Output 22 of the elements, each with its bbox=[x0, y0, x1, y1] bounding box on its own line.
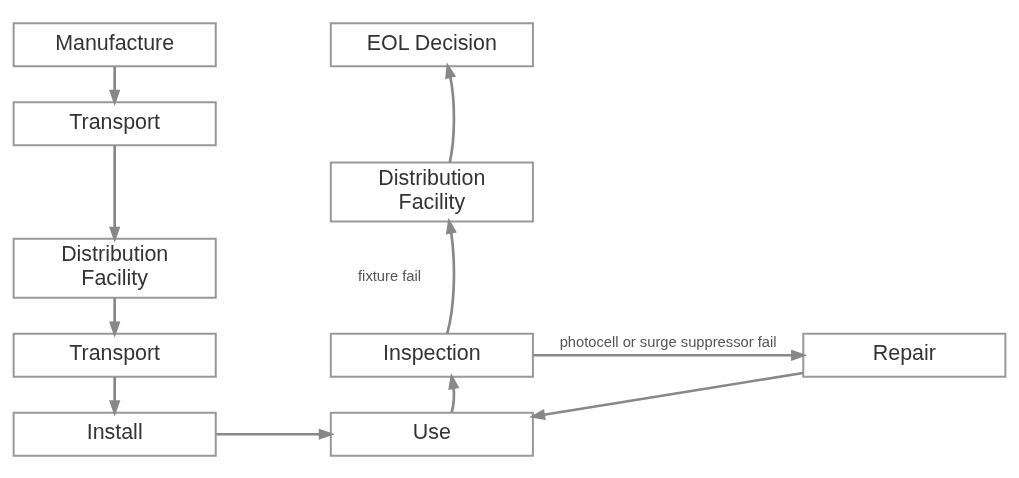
arrow bbox=[533, 349, 808, 361]
node-box: Use bbox=[329, 411, 534, 457]
node-box: EOL Decision bbox=[329, 21, 534, 67]
arrow bbox=[529, 371, 804, 420]
arrow bbox=[109, 297, 121, 338]
node-box: Distribution Facility bbox=[12, 237, 217, 299]
node-box: Manufacture bbox=[12, 21, 217, 67]
arrow bbox=[445, 217, 457, 334]
arrow bbox=[216, 428, 335, 440]
arrow bbox=[109, 376, 121, 416]
node-box: Inspection bbox=[329, 332, 534, 378]
arrow bbox=[448, 372, 460, 413]
node-box: Transport bbox=[12, 100, 217, 146]
arrow bbox=[109, 66, 121, 106]
node-box: Repair bbox=[802, 332, 1007, 378]
node-box: Install bbox=[12, 411, 217, 457]
edge-label: photocell or surge suppressor fail bbox=[559, 333, 777, 350]
edge-label: fixture fail bbox=[358, 267, 422, 284]
node-box: Transport bbox=[12, 332, 217, 378]
node-box: Distribution Facility bbox=[329, 161, 534, 222]
arrow bbox=[109, 144, 121, 243]
arrow bbox=[445, 61, 457, 163]
